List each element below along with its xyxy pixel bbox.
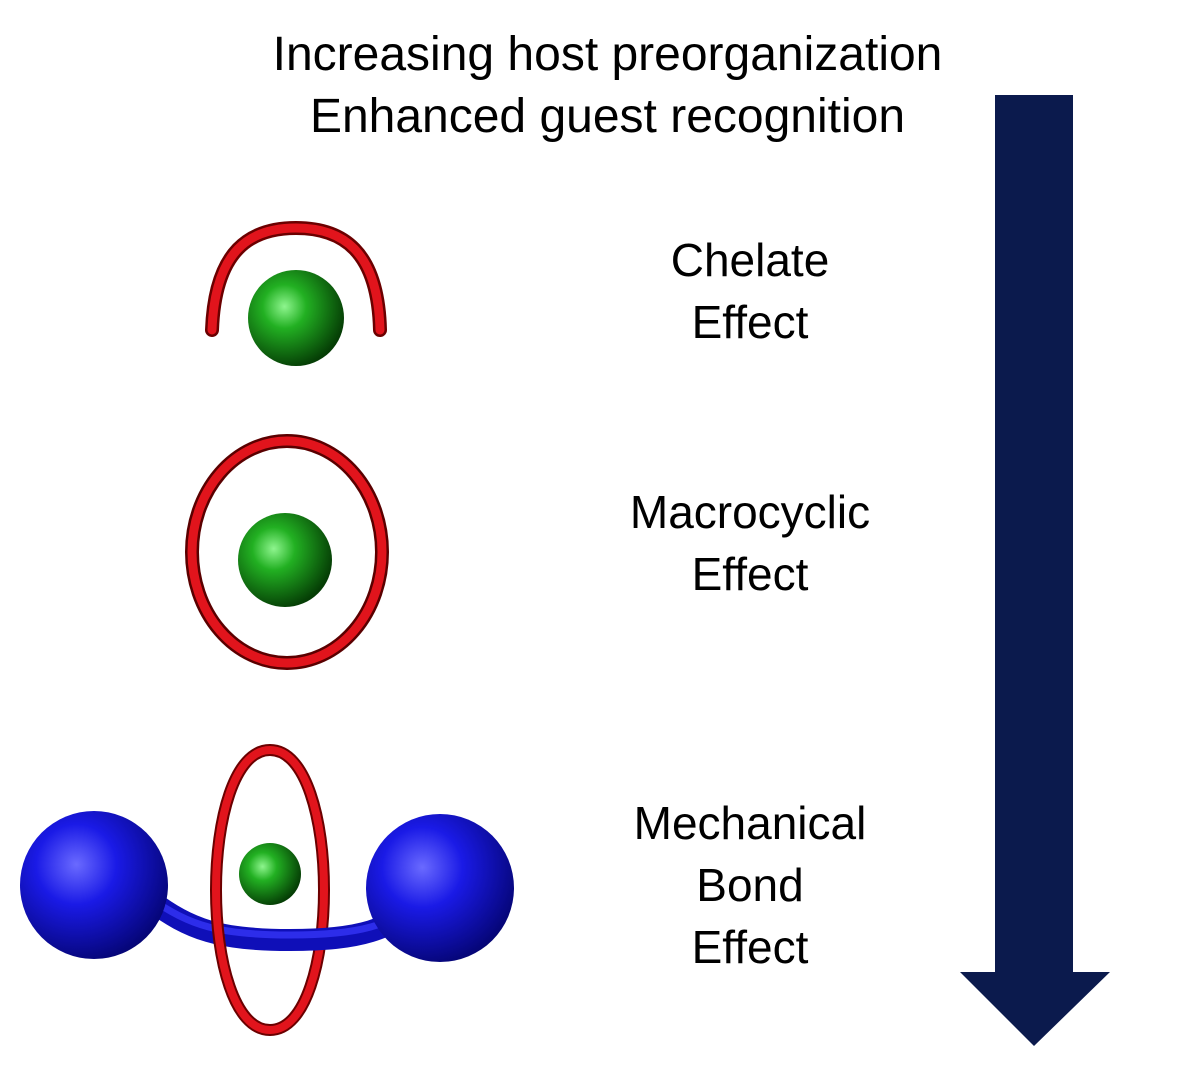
label-macrocyclic-effect: Macrocyclic Effect <box>600 481 900 605</box>
label-line: Macrocyclic <box>629 486 871 538</box>
label-line: Chelate <box>670 234 830 286</box>
header-line-1: Increasing host preorganization <box>272 28 943 81</box>
label-line: Mechanical <box>633 797 867 849</box>
macrocyclic-illustration <box>185 434 389 670</box>
mechanical-bond-illustration <box>20 744 514 1036</box>
label-line: Effect <box>691 921 809 973</box>
label-mechanical-bond-effect: Mechanical Bond Effect <box>600 792 900 978</box>
chelate-illustration <box>205 220 387 366</box>
guest-sphere <box>248 270 344 366</box>
label-chelate-effect: Chelate Effect <box>600 229 900 353</box>
stopper-sphere-right <box>366 814 514 962</box>
guest-sphere <box>238 513 332 607</box>
label-line: Effect <box>691 296 809 348</box>
arrow-down-icon <box>960 95 1110 1046</box>
stopper-sphere-left <box>20 811 168 959</box>
guest-sphere <box>239 843 301 905</box>
label-line: Effect <box>691 548 809 600</box>
label-line: Bond <box>696 859 804 911</box>
header-line-2: Enhanced guest recognition <box>309 90 906 143</box>
